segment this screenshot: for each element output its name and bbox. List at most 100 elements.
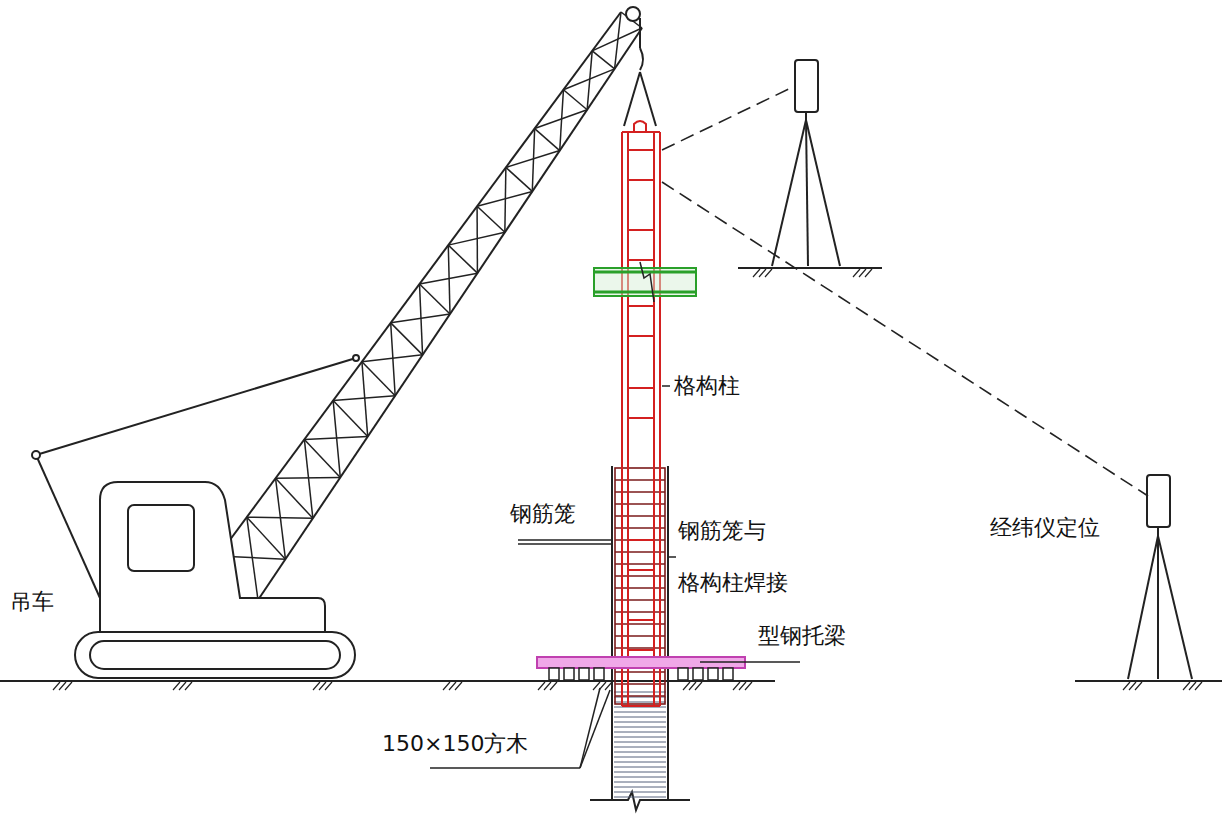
fill-line xyxy=(614,727,666,728)
boom-brace xyxy=(448,245,450,314)
hatch-mark xyxy=(865,269,872,277)
hatch-mark xyxy=(1129,682,1136,690)
boom-brace xyxy=(276,478,286,559)
hatch-mark xyxy=(455,682,462,690)
boom-rung xyxy=(304,439,340,477)
fill-line xyxy=(614,752,666,753)
hatch-mark xyxy=(745,682,752,690)
hook-sling xyxy=(624,18,656,126)
fill-line xyxy=(614,707,666,708)
hatch-mark xyxy=(853,269,860,277)
hatch-mark xyxy=(59,682,66,690)
sight-line xyxy=(662,86,1148,496)
lattice-column xyxy=(622,121,660,706)
fill-line xyxy=(614,717,666,718)
hatch-mark xyxy=(544,682,551,690)
boom-rung xyxy=(477,206,505,232)
boom-chord xyxy=(218,12,621,556)
boom-brace xyxy=(532,129,534,192)
callout-label: 吊车 xyxy=(8,588,56,616)
hatch-mark xyxy=(1183,682,1190,690)
callout-label: 经纬仪定位 xyxy=(988,514,1102,542)
fill-line xyxy=(614,767,666,768)
lattice-boom xyxy=(218,12,642,600)
hatch-mark xyxy=(859,269,866,277)
boom-rung xyxy=(535,129,560,151)
boom-rung xyxy=(420,284,451,314)
boom-brace xyxy=(587,51,592,110)
concrete-fill xyxy=(614,692,666,797)
callout-label: 钢筋笼 xyxy=(508,500,578,528)
hatch-mark xyxy=(179,682,186,690)
hatch-mark xyxy=(759,269,766,277)
boom-brace xyxy=(304,439,313,518)
crane xyxy=(32,7,642,678)
hatch-mark xyxy=(689,682,696,690)
fill-line xyxy=(614,712,666,713)
callout-label: 150×150方木 xyxy=(380,730,530,758)
hatch-mark xyxy=(1189,682,1196,690)
hatch-mark xyxy=(733,682,740,690)
hatch-mark xyxy=(53,682,60,690)
fill-line xyxy=(614,722,666,723)
hatch-mark xyxy=(319,682,326,690)
fill-line xyxy=(614,737,666,738)
callout-label: 钢筋笼与 格构柱焊接 xyxy=(676,505,810,609)
fill-line xyxy=(614,772,666,773)
hatch-mark xyxy=(443,682,450,690)
boom-brace xyxy=(615,12,621,69)
theodolite xyxy=(772,60,1192,679)
boom-brace xyxy=(505,167,506,232)
fill-line xyxy=(614,787,666,788)
boom-brace xyxy=(420,284,423,355)
hatch-mark xyxy=(550,682,557,690)
steel-beam xyxy=(594,262,696,302)
boom-rung xyxy=(276,478,313,518)
fill-line xyxy=(614,792,666,793)
support-beam xyxy=(537,657,745,680)
boom-brace xyxy=(560,90,564,151)
fill-line xyxy=(614,797,666,798)
fill-line xyxy=(614,747,666,748)
hatch-mark xyxy=(695,682,702,690)
hatch-mark xyxy=(605,682,612,690)
boom-rung xyxy=(391,323,423,355)
boom-rung xyxy=(247,517,286,559)
bore-hole xyxy=(590,466,690,810)
fill-line xyxy=(614,742,666,743)
hatch-mark xyxy=(683,682,690,690)
hatch-mark xyxy=(325,682,332,690)
boom-chord xyxy=(258,28,642,600)
hatch-mark xyxy=(313,682,320,690)
hatch-mark xyxy=(173,682,180,690)
hatch-mark xyxy=(538,682,545,690)
boom-brace xyxy=(476,206,478,273)
boom-rung xyxy=(333,401,368,437)
boom-brace xyxy=(247,517,258,600)
hatch-mark xyxy=(1135,682,1142,690)
hatch-mark xyxy=(449,682,456,690)
boom-rung xyxy=(506,167,532,191)
hatch-mark xyxy=(65,682,72,690)
fill-line xyxy=(614,782,666,783)
boom-rung xyxy=(448,245,477,273)
hatch-mark xyxy=(593,682,600,690)
hatch-mark xyxy=(753,269,760,277)
boom-rung xyxy=(563,90,587,110)
hatch-mark xyxy=(765,269,772,277)
hatch-mark xyxy=(1195,682,1202,690)
fill-line xyxy=(614,777,666,778)
hatch-mark xyxy=(185,682,192,690)
callout-label: 型钢托梁 xyxy=(756,622,848,650)
boom-brace xyxy=(333,401,340,478)
boom-rung xyxy=(592,51,614,69)
hatch-mark xyxy=(739,682,746,690)
boom-rung xyxy=(362,362,395,396)
fill-line xyxy=(614,762,666,763)
callout-label: 格构柱 xyxy=(672,372,742,400)
hatch-mark xyxy=(1123,682,1130,690)
fill-line xyxy=(614,732,666,733)
